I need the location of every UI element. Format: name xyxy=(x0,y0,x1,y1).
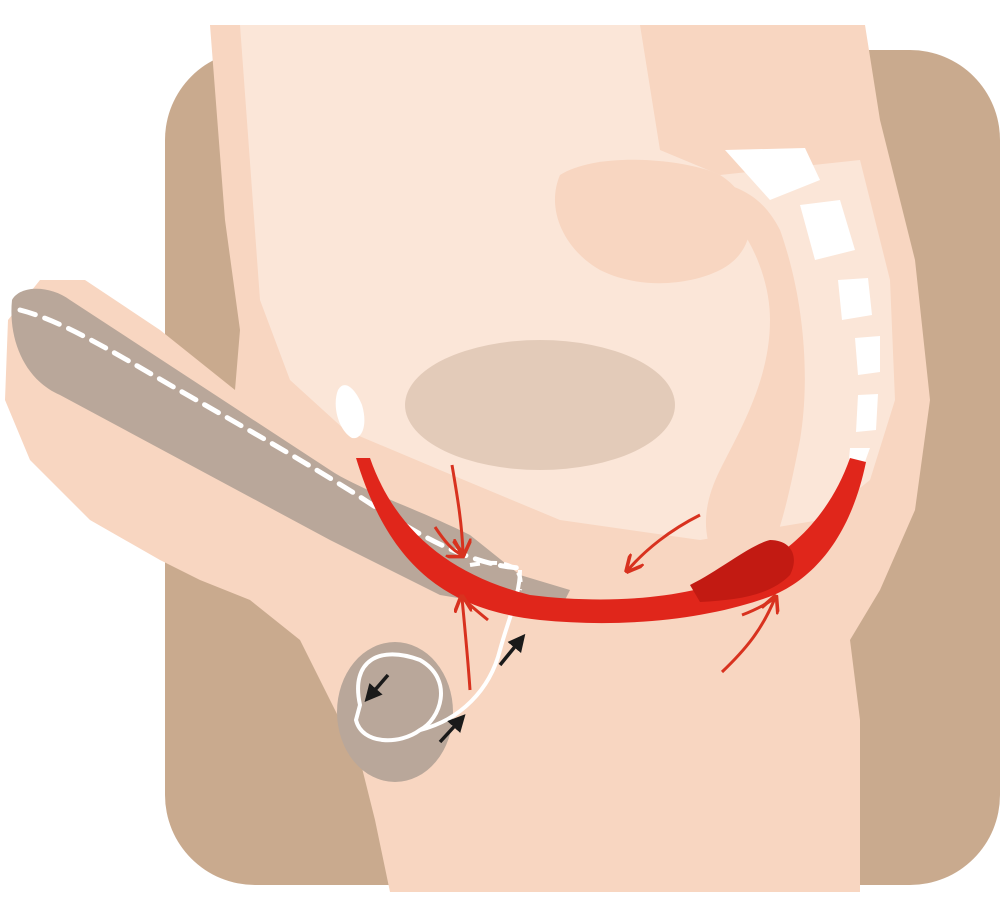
red-arrow-left xyxy=(433,526,462,555)
movement-arrows xyxy=(364,633,526,744)
black-arrow-testicle xyxy=(364,673,390,702)
spine-vertebrae xyxy=(725,148,880,470)
black-arrow-cord-upper xyxy=(498,633,526,667)
testicle xyxy=(337,642,453,782)
testicle-outline xyxy=(353,652,443,743)
hip-bone xyxy=(554,159,750,284)
pubic-bone xyxy=(335,385,365,439)
vertebra-3 xyxy=(838,278,872,320)
pelvic-floor-muscle-dark xyxy=(690,540,794,602)
red-arrow-rectum xyxy=(628,513,701,570)
red-arrow-anal-side xyxy=(741,596,776,617)
duct-dashed xyxy=(469,560,523,591)
vertebra-1 xyxy=(725,148,820,200)
bladder xyxy=(405,340,675,470)
black-arrow-cord-lower xyxy=(438,714,466,744)
vertebra-2 xyxy=(800,200,855,260)
vertebra-5 xyxy=(856,394,878,432)
penis-shaft xyxy=(11,288,570,610)
red-arrow-anal xyxy=(720,598,775,674)
contraction-arrows xyxy=(433,464,776,691)
rectum xyxy=(690,180,805,575)
vertebra-4 xyxy=(855,336,880,375)
red-arrow-up-right xyxy=(461,596,489,622)
urethra-dashed xyxy=(17,307,523,571)
abdomen-light xyxy=(240,25,895,540)
red-arrow-up-base xyxy=(462,598,470,691)
